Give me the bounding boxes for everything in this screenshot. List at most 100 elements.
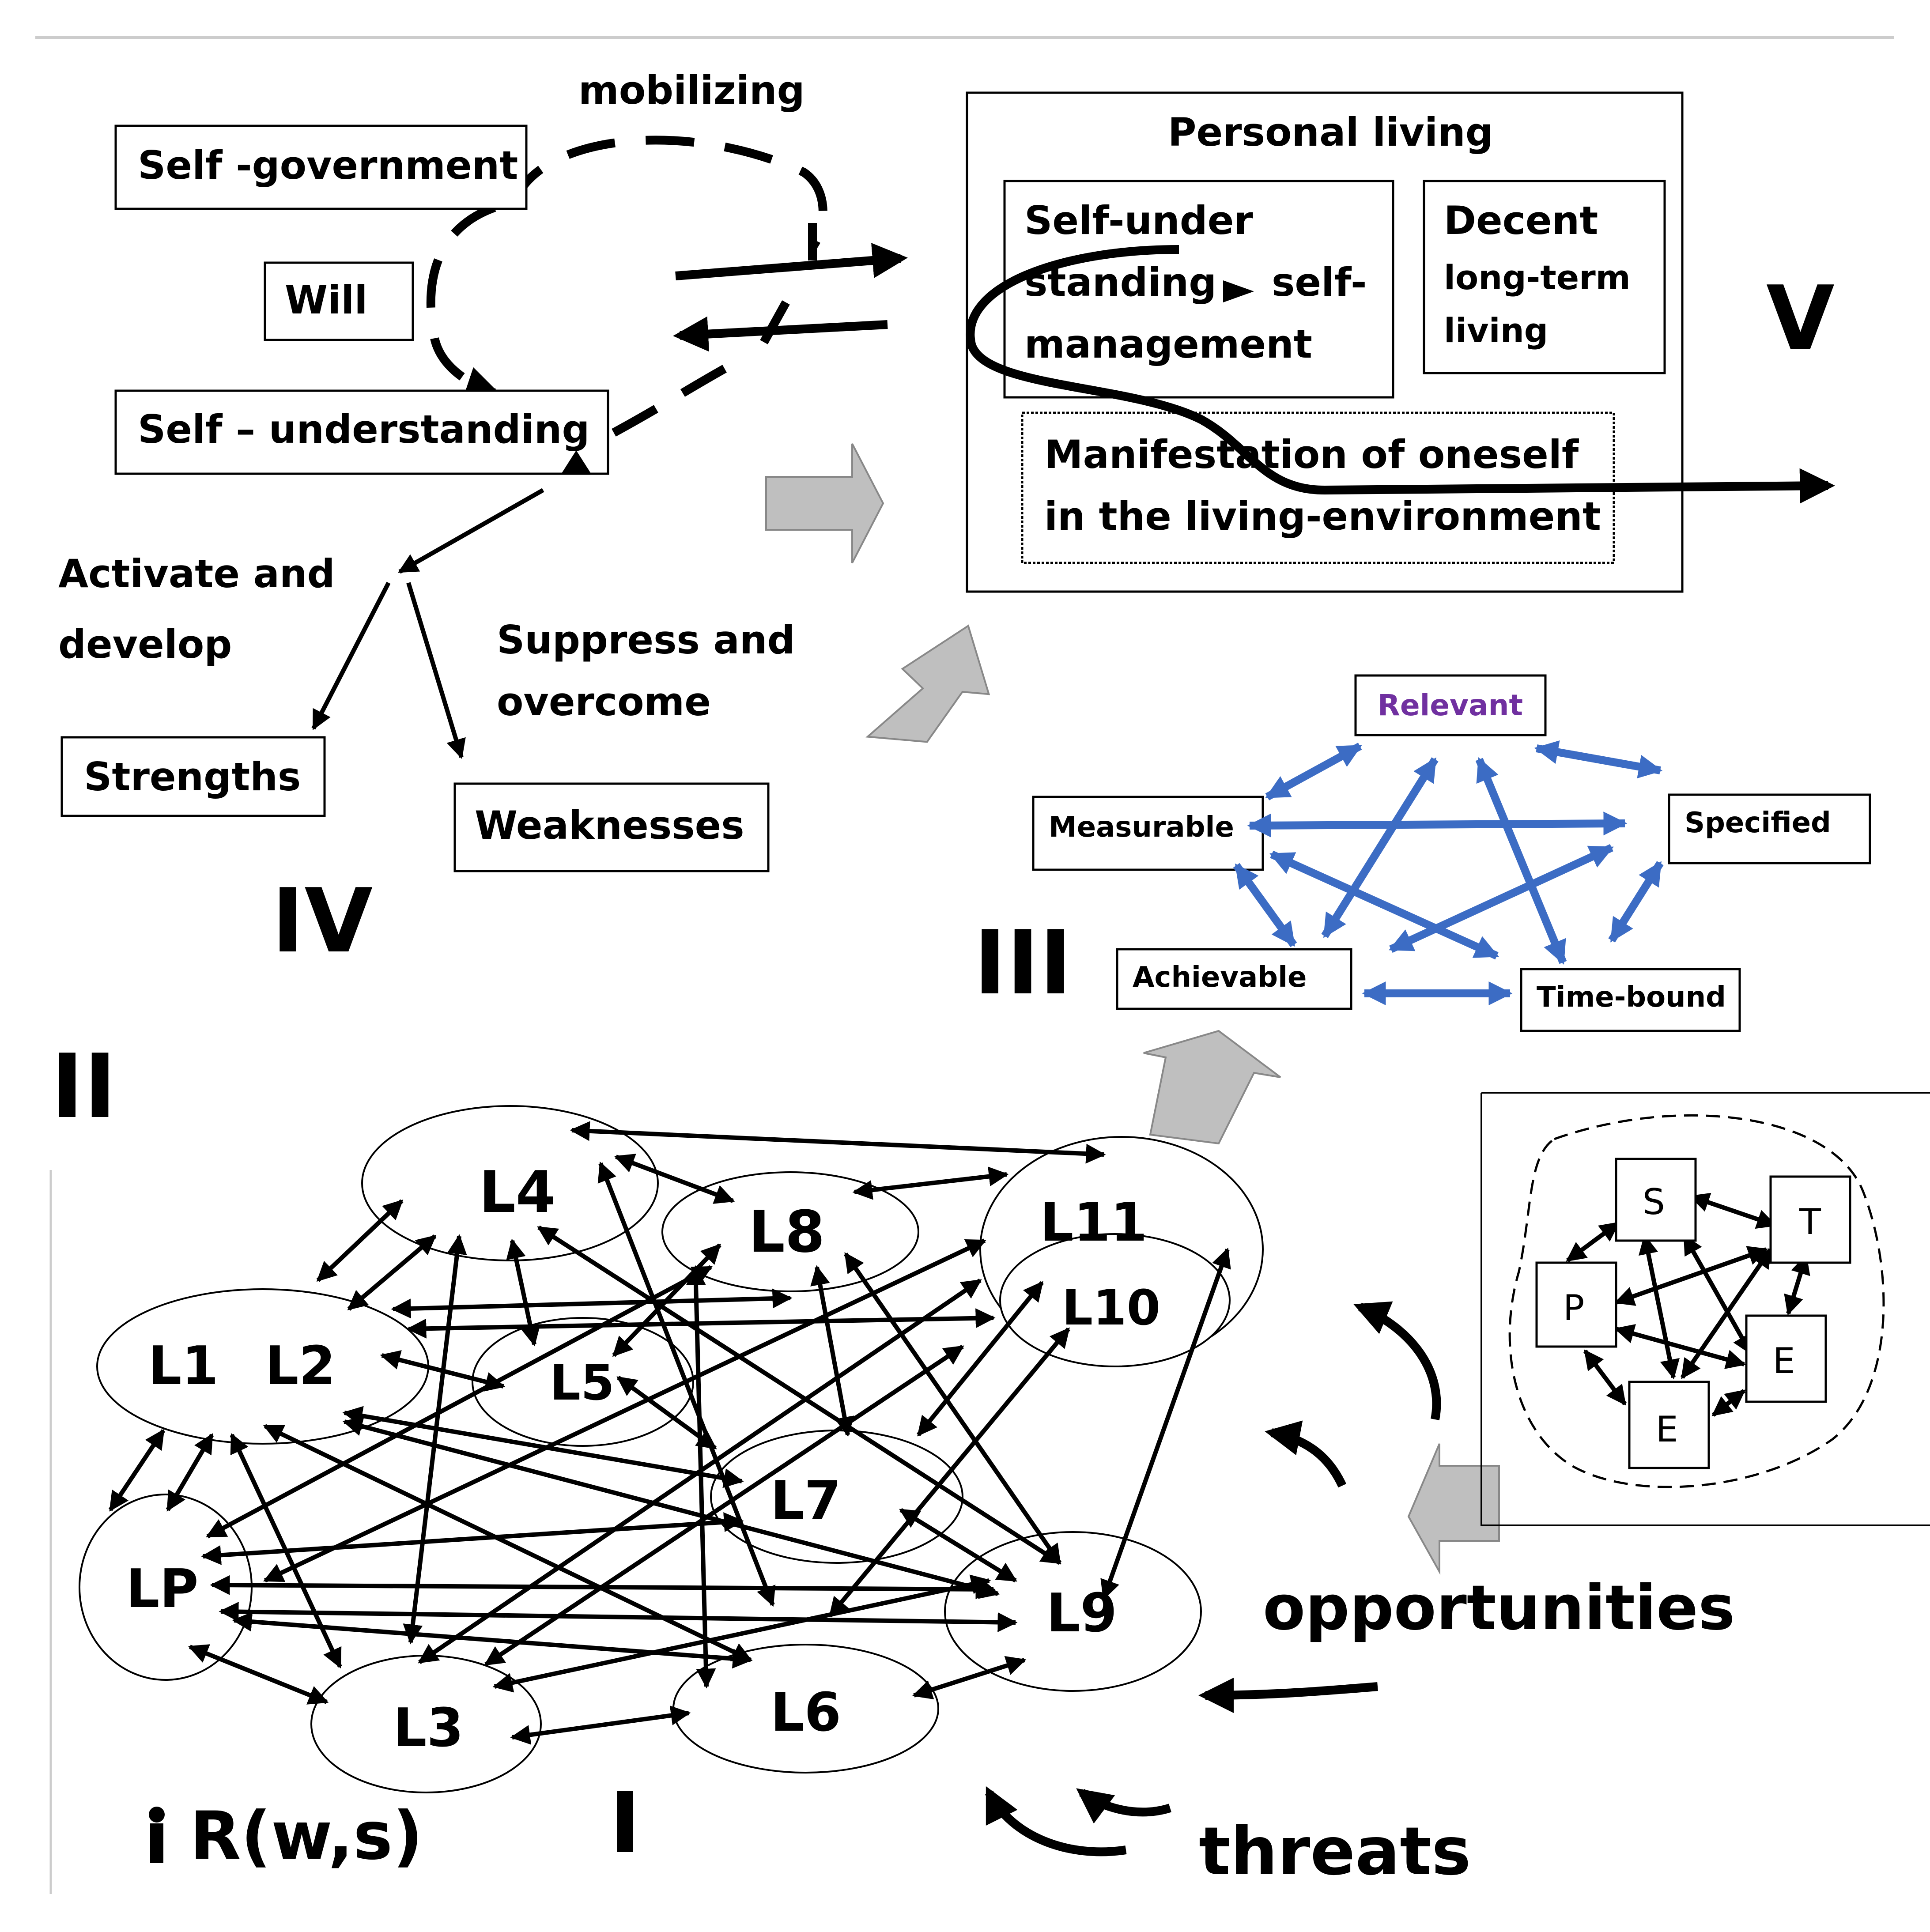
- node-label-l10: L10: [1062, 1279, 1160, 1336]
- network-labels: L4 L8 L11 L10 L1 L2 L5 L7 LP L9 L3 L6: [126, 1158, 1160, 1759]
- stage-iv-to-v-block-arrow: [765, 443, 884, 563]
- self-understanding-triangle-icon: [561, 450, 592, 475]
- inset-label-t: T: [1799, 1201, 1821, 1242]
- node-label-l7: L7: [770, 1470, 841, 1532]
- manifest-line1: Manifestation of oneself: [1044, 432, 1579, 477]
- manifest-line2: in the living-environment: [1044, 494, 1601, 539]
- specified-box: [1668, 793, 1871, 864]
- node-label-l6: L6: [770, 1682, 841, 1743]
- weaknesses-label: Weaknesses: [475, 803, 744, 848]
- inset-box-p: [1535, 1261, 1617, 1348]
- inset-arrow-t-e2: [1680, 1248, 1773, 1379]
- life-path-curve: [966, 245, 1835, 504]
- measurable-label: Measurable: [1049, 811, 1234, 844]
- will-box: [264, 261, 414, 341]
- su-line1: Self-under: [1024, 198, 1253, 243]
- network-edge-20: [1100, 1247, 1231, 1600]
- self-understanding-box: [114, 389, 609, 475]
- inset-dashed-boundary: [1508, 1114, 1885, 1488]
- relevant-box: [1354, 674, 1547, 736]
- to-weaknesses-arrow: [406, 582, 466, 759]
- network-edge-35: [188, 1644, 329, 1705]
- decent-line1: Decent: [1444, 198, 1598, 243]
- inset-label-s: S: [1643, 1181, 1665, 1223]
- node-label-l4: L4: [479, 1158, 555, 1226]
- smart-arrow-m-t: [1269, 850, 1499, 960]
- threats-label: threats: [1199, 1813, 1471, 1890]
- network-edge-33: [210, 1575, 996, 1600]
- su-line3: management: [1024, 321, 1312, 367]
- will-dashed-loop: [426, 203, 502, 401]
- network-edge-37: [510, 1706, 691, 1745]
- network-edge-4: [316, 1199, 404, 1282]
- measurable-box: [1032, 796, 1264, 871]
- stage-ii-numeral: II: [51, 1035, 117, 1138]
- inset-arrow-s-e2: [1639, 1234, 1680, 1380]
- stage-i-to-iii-block-arrow: [1143, 1030, 1281, 1145]
- return-tick: [760, 300, 790, 344]
- node-label-l3: L3: [393, 1698, 464, 1759]
- branch-arrow: [398, 488, 544, 574]
- stage-iii: III Relevant Measurable Specified Achiev…: [974, 674, 1871, 1032]
- network-edge-30: [263, 1424, 753, 1662]
- node-label-l5: L5: [550, 1355, 615, 1411]
- su-line2b: self-: [1272, 260, 1367, 305]
- inset-box-t: [1769, 1175, 1851, 1264]
- inset-arrow-p-s: [1566, 1221, 1620, 1263]
- node-label-lp: LP: [126, 1558, 198, 1620]
- opportunity-curved-arrow-1: [1353, 1301, 1441, 1420]
- smart-arrow-r-s: [1534, 740, 1663, 779]
- inset-arrow-p-e1: [1614, 1324, 1746, 1369]
- smart-arrow-m-s: [1247, 811, 1628, 838]
- achievable-label: Achievable: [1133, 961, 1307, 994]
- node-label-l2: L2: [265, 1336, 336, 1397]
- stage-iii-numeral: III: [974, 912, 1072, 1015]
- inset-arrow-p-t: [1614, 1246, 1768, 1306]
- threat-curved-arrow-1: [1076, 1788, 1171, 1824]
- decent-living-box: [1423, 180, 1666, 374]
- network-edge-1: [570, 1121, 1106, 1164]
- smart-arrows: [1233, 740, 1664, 1005]
- network-edge-25: [108, 1429, 166, 1512]
- from-personal-living-arrow: [673, 316, 888, 352]
- node-label-l9: L9: [1046, 1583, 1117, 1644]
- self-understanding-management-box: [1003, 180, 1394, 399]
- self-government-box: [114, 125, 528, 210]
- network-edge-5: [347, 1234, 437, 1311]
- stage-iv: mobilizing Self -government Will Self – …: [58, 68, 908, 973]
- smart-arrow-m-a: [1233, 863, 1297, 947]
- strengths-label: Strengths: [84, 754, 301, 800]
- activate-label-line1: Activate and: [58, 551, 335, 596]
- node-label-l1: L1: [148, 1336, 219, 1397]
- network-edge-34: [219, 1602, 1018, 1632]
- smart-arrow-s-t: [1608, 861, 1664, 943]
- network-edge-26: [166, 1433, 214, 1512]
- understanding-dashed-link: [612, 362, 731, 437]
- network-edge-31: [899, 1508, 1017, 1583]
- smart-arrow-a-s: [1389, 844, 1614, 953]
- weaknesses-box: [453, 782, 770, 872]
- network-edge-3: [852, 1166, 1009, 1200]
- self-government-label: Self -government: [138, 143, 518, 188]
- opportunity-curved-arrow-2: [1265, 1420, 1347, 1488]
- inset-block-arrow: [1407, 1443, 1500, 1575]
- stage-i: L4 L8 L11 L10 L1 L2 L5 L7 LP L9 L3 L6 I …: [49, 1105, 1735, 1894]
- stage-iii-block-arrow: [865, 624, 990, 743]
- time-bound-box: [1520, 968, 1741, 1032]
- smart-arrow-a-r: [1321, 757, 1439, 938]
- threat-curved-arrow-2: [985, 1786, 1127, 1857]
- self-understanding-label: Self – understanding: [138, 407, 589, 452]
- inset-frame: [1481, 1092, 1930, 1526]
- decent-line3: living: [1444, 311, 1548, 350]
- to-strengths-arrow: [311, 581, 391, 731]
- inset-arrow-t-e1: [1784, 1254, 1810, 1316]
- inset-label-p: P: [1563, 1287, 1584, 1328]
- inset-arrow-p-e2: [1583, 1349, 1627, 1406]
- inset-box-e1: [1745, 1314, 1827, 1403]
- network-edge-11: [406, 1308, 996, 1339]
- inset-arrow-s-t: [1689, 1192, 1777, 1229]
- person-icon: [149, 1807, 165, 1863]
- personal-living-title: Personal living: [1168, 109, 1493, 155]
- r-w-s-label: R(w,s): [190, 1798, 423, 1875]
